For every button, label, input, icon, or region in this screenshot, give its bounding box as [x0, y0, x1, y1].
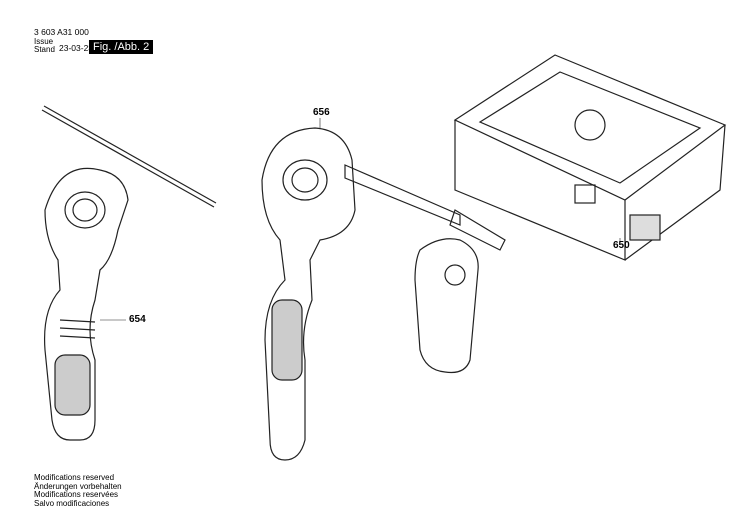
- footer-line: Änderungen vorbehalten: [34, 481, 122, 491]
- stand-label: Stand: [34, 45, 55, 54]
- part-number-654: 654: [129, 314, 146, 325]
- issue-date: 23-03-23: [59, 43, 94, 53]
- carrying-case-650: [453, 54, 727, 261]
- issue-stand-label: Issue Stand: [34, 38, 55, 54]
- part-number-650: 650: [613, 240, 630, 251]
- footer-notes: Modifications reserved Änderungen vorbeh…: [34, 473, 122, 508]
- document-number: 3 603 A31 000: [34, 27, 89, 37]
- footer-line: Salvo modificaciones: [34, 498, 110, 508]
- depth-rod: [41, 105, 217, 208]
- part-number-656: 656: [313, 107, 330, 118]
- footer-line: Modifications reservées: [34, 490, 119, 499]
- auxiliary-handle-654: [43, 167, 129, 441]
- footer-line: Modifications reserved: [34, 473, 115, 482]
- figure-label: Fig. /Abb. 2: [89, 40, 154, 54]
- issue-label: Issue: [34, 37, 54, 46]
- handle-with-dust-extraction-656: [261, 127, 506, 461]
